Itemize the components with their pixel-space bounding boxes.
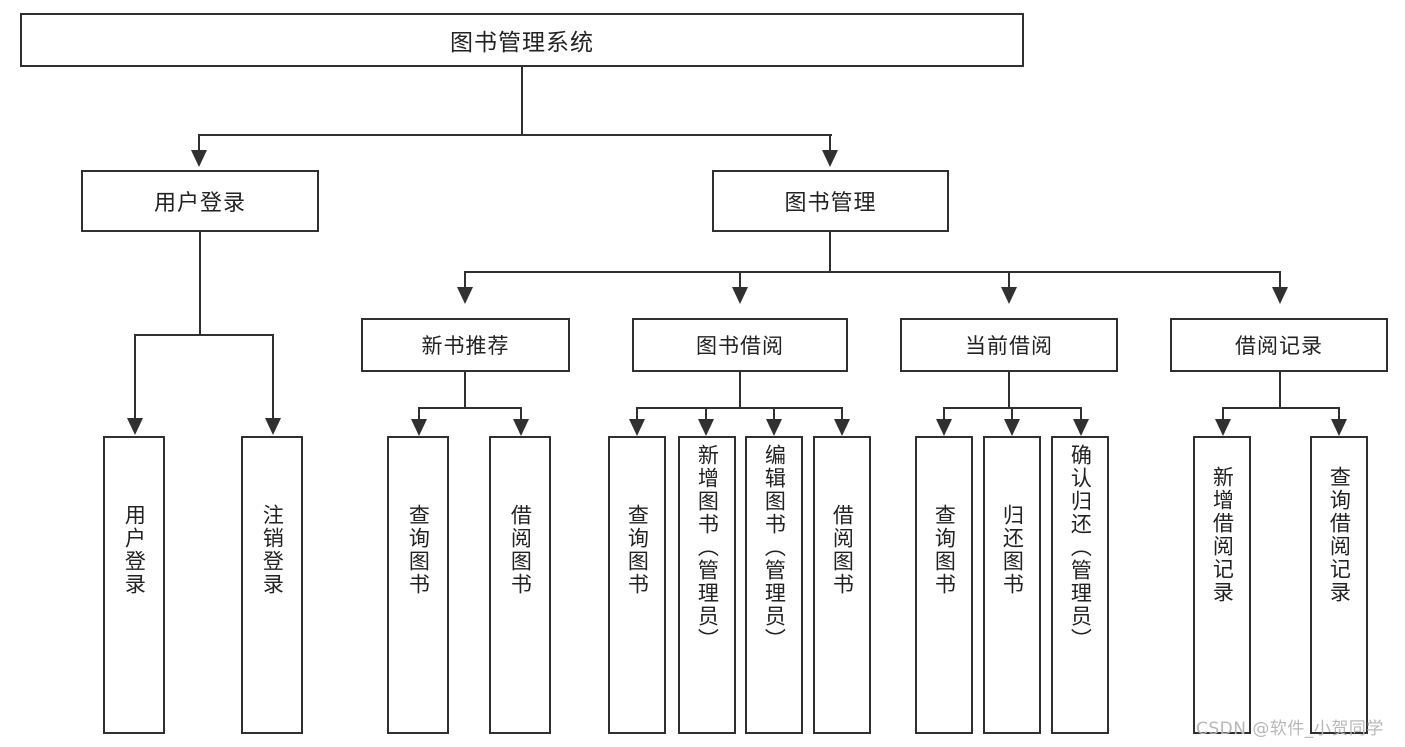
connector-branch (739, 271, 741, 289)
arrow-head (1001, 287, 1017, 304)
node-borrow-record[interactable]: 借阅记录 (1170, 318, 1388, 372)
node-book-borrow[interactable]: 图书借阅 (632, 318, 848, 372)
node-label: 当前借阅 (965, 334, 1053, 358)
connector-root-to-book-manage (829, 134, 831, 152)
connector-branch (1008, 271, 1010, 289)
node-label: 图书管理 (784, 191, 877, 216)
node-label: 查询借阅记录 (1327, 466, 1352, 604)
node-label: 图书借阅 (696, 334, 784, 358)
node-book-management[interactable]: 图书管理 (712, 170, 949, 232)
arrow-head (1004, 419, 1020, 436)
connector-level2-bus (464, 271, 1280, 273)
leaf-confirm-return-admin[interactable]: 确认归还（管理员） (1051, 436, 1109, 734)
node-label: 编辑图书（管理员） (762, 444, 787, 651)
connector-trunk (1279, 372, 1281, 408)
leaf-borrow-book[interactable]: 借阅图书 (813, 436, 871, 734)
node-label: 用户登录 (153, 191, 246, 216)
connector-user-login-bus (134, 334, 273, 336)
leaf-query-book-current[interactable]: 查询图书 (915, 436, 973, 734)
arrow-head (732, 287, 748, 304)
arrow-head (698, 419, 714, 436)
arrow-head (629, 419, 645, 436)
connector-root-to-user-login (198, 134, 200, 152)
connector-root-bus (198, 134, 832, 136)
node-label: 新书推荐 (421, 334, 510, 358)
leaf-return-book[interactable]: 归还图书 (983, 436, 1041, 734)
leaf-edit-book-admin[interactable]: 编辑图书（管理员） (745, 436, 803, 734)
node-label: 借阅记录 (1235, 334, 1323, 358)
connector-bus (418, 407, 522, 409)
arrow-head (191, 150, 207, 167)
connector-branch (272, 334, 274, 420)
arrow-head (1272, 287, 1288, 304)
connector-bus (636, 407, 843, 409)
connector-branch (636, 407, 638, 421)
connector-branch (134, 334, 136, 420)
leaf-query-book-borrow[interactable]: 查询图书 (608, 436, 666, 734)
arrow-head (1073, 419, 1089, 436)
leaf-add-borrow-record[interactable]: 新增借阅记录 (1193, 436, 1251, 734)
connector-branch (1011, 407, 1013, 421)
arrow-head (457, 287, 473, 304)
connector-branch (520, 407, 522, 421)
arrow-head (834, 419, 850, 436)
connector-user-login-trunk (199, 232, 201, 335)
connector-branch (943, 407, 945, 421)
connector-branch (1080, 407, 1082, 421)
connector-branch (841, 407, 843, 421)
connector-branch (1338, 407, 1340, 421)
leaf-query-book-recommend[interactable]: 查询图书 (387, 436, 449, 734)
node-user-login[interactable]: 用户登录 (81, 170, 319, 232)
connector-trunk (1008, 372, 1010, 408)
node-label: 查询图书 (625, 504, 650, 596)
connector-branch (705, 407, 707, 421)
arrow-head (127, 418, 143, 435)
connector-branch (418, 407, 420, 421)
leaf-user-login[interactable]: 用户登录 (103, 436, 165, 734)
connector-trunk (739, 372, 741, 408)
node-label: 新增图书（管理员） (695, 444, 720, 651)
arrow-head (766, 419, 782, 436)
node-label: 用户登录 (122, 504, 147, 596)
node-root-system[interactable]: 图书管理系统 (20, 13, 1024, 67)
node-label: 查询图书 (406, 504, 431, 596)
connector-book-manage-trunk (829, 232, 831, 272)
connector-trunk (464, 372, 466, 408)
node-label: 借阅图书 (508, 504, 533, 596)
node-label: 注销登录 (260, 504, 285, 596)
leaf-query-borrow-record[interactable]: 查询借阅记录 (1310, 436, 1368, 734)
arrow-head (1215, 419, 1231, 436)
leaf-add-book-admin[interactable]: 新增图书（管理员） (678, 436, 736, 734)
node-label: 新增借阅记录 (1210, 466, 1235, 604)
leaf-borrow-book-recommend[interactable]: 借阅图书 (489, 436, 551, 734)
connector-branch (464, 271, 466, 289)
node-label: 图书管理系统 (450, 30, 594, 56)
node-label: 归还图书 (1000, 504, 1025, 596)
node-label: 确认归还（管理员） (1068, 444, 1093, 651)
node-new-book-recommend[interactable]: 新书推荐 (361, 318, 570, 372)
arrow-head (411, 419, 427, 436)
connector-root-trunk (521, 67, 523, 135)
arrow-head (822, 150, 838, 167)
connector-branch (1222, 407, 1224, 421)
arrow-head (513, 419, 529, 436)
node-current-borrow[interactable]: 当前借阅 (900, 318, 1118, 372)
node-label: 查询图书 (932, 504, 957, 596)
arrow-head (1331, 419, 1347, 436)
arrow-head (265, 418, 281, 435)
connector-branch (773, 407, 775, 421)
node-label: 借阅图书 (830, 504, 855, 596)
arrow-head (936, 419, 952, 436)
connector-bus (1222, 407, 1340, 409)
leaf-logout[interactable]: 注销登录 (241, 436, 303, 734)
connector-branch (1279, 271, 1281, 289)
